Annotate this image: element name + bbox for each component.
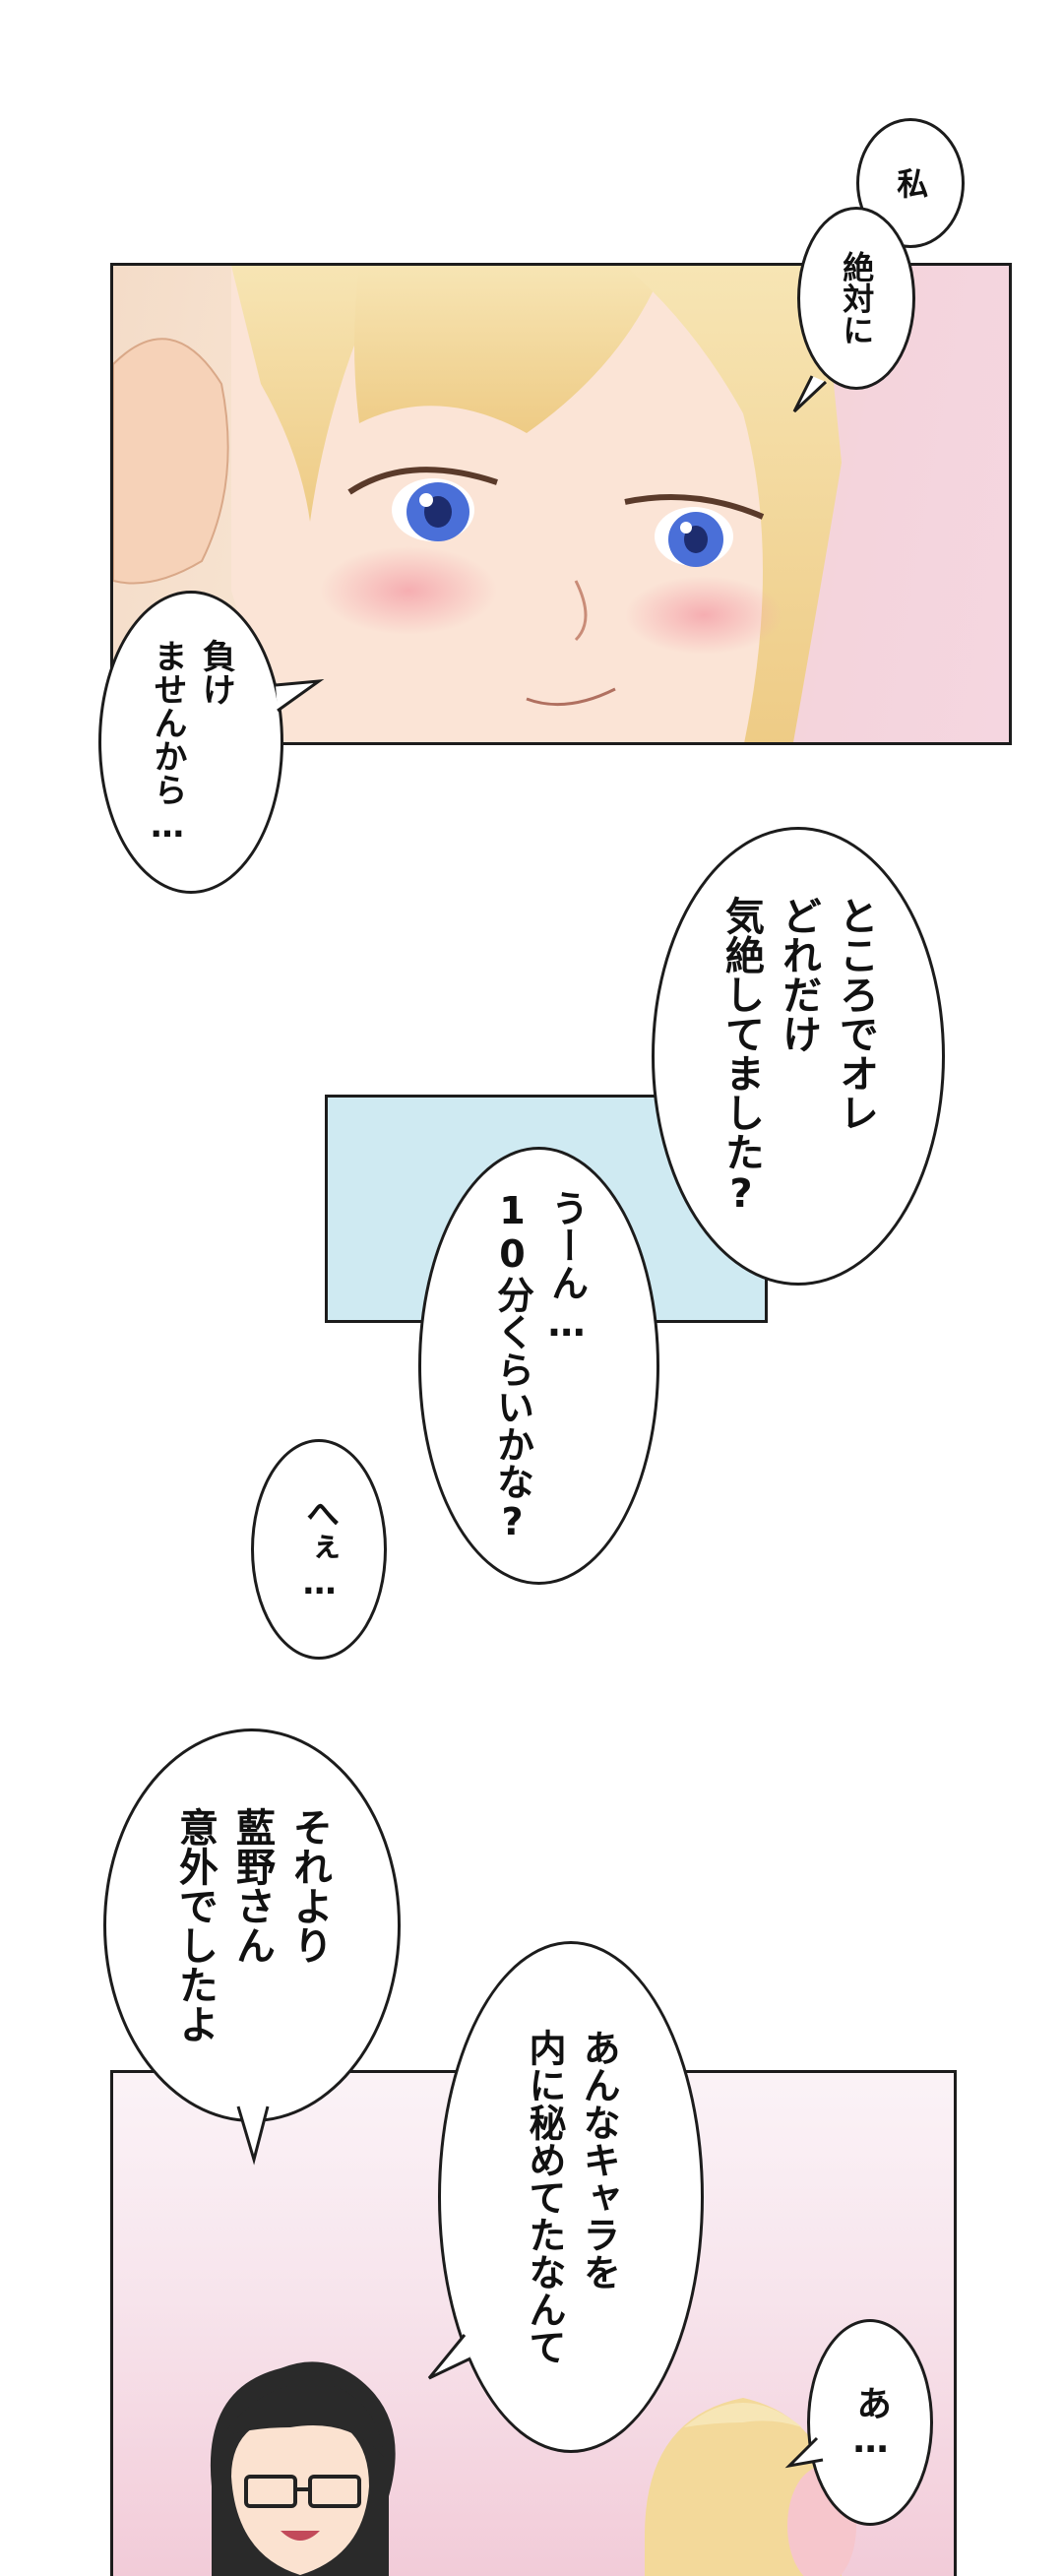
- speech-bubble-annakyara: あんなキャラを 内に秘めてたなんて: [438, 1941, 704, 2453]
- bubble-text-annakyara: あんなキャラを 内に秘めてたなんて: [523, 2029, 621, 2365]
- speech-bubble-tail: [784, 2436, 824, 2469]
- bubble-text-makemasenkara: 負け ませんから…: [148, 639, 236, 846]
- bubble-text-zettai-ni: 絶対に: [838, 251, 876, 346]
- speech-bubble-tail: [275, 679, 325, 713]
- speech-bubble-uun-10pun: うーん… 10分くらいかな?: [418, 1147, 659, 1585]
- speech-bubble-zettai-ni: 絶対に: [797, 207, 915, 390]
- bubble-text-uun-10pun: うーん… 10分くらいかな?: [490, 1188, 589, 1543]
- girl-face-illustration: [113, 266, 842, 742]
- bubble-text-soreyori: それより 藍野さん 意外でしたよ: [172, 1807, 332, 2043]
- bubble-text-tokorodeore: ところでオレ どれだけ 気絶してました?: [719, 896, 878, 1217]
- speech-bubble-hee: へぇ…: [251, 1439, 387, 1660]
- speech-bubble-tail: [236, 2105, 270, 2166]
- speech-bubble-tail: [792, 375, 828, 413]
- boy-with-glasses-illustration: [210, 2361, 396, 2576]
- bubble-text-hee: へぇ…: [299, 1496, 340, 1602]
- speech-bubble-soreyori: それより 藍野さん 意外でしたよ: [103, 1728, 401, 2122]
- speech-bubble-tokorodeore: ところでオレ どれだけ 気絶してました?: [652, 827, 945, 1286]
- bubble-text-a: あ…: [850, 2384, 892, 2461]
- speech-bubble-a: あ…: [807, 2319, 933, 2526]
- speech-bubble-makemasenkara: 負け ませんから…: [98, 591, 283, 894]
- speech-bubble-tail: [427, 2334, 471, 2380]
- bubble-text-watashi: 私: [892, 167, 930, 199]
